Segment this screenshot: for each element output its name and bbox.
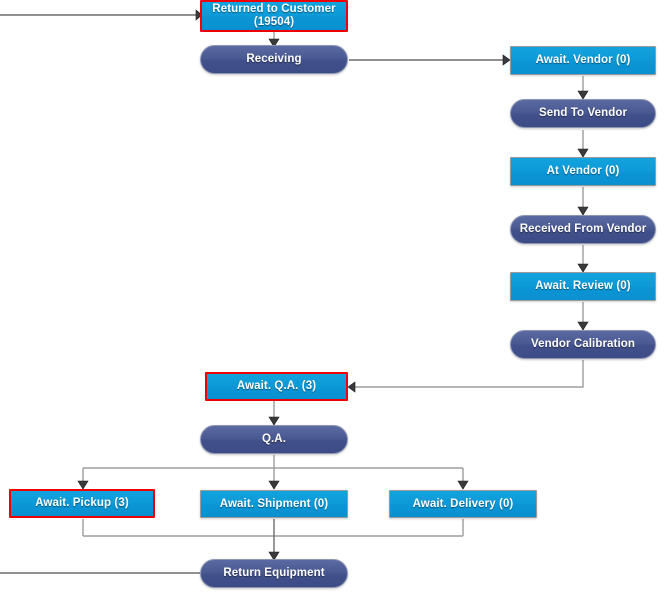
node-label: Await. Pickup (3)	[35, 497, 129, 509]
node-label: At Vendor (0)	[546, 165, 620, 177]
node-await-delivery[interactable]: Await. Delivery (0)	[389, 490, 537, 518]
node-label: Received From Vendor	[519, 223, 647, 235]
arrow-into-await-vendor	[502, 54, 511, 66]
arrow-into-qa	[268, 416, 280, 426]
node-return-equipment[interactable]: Return Equipment	[200, 559, 348, 588]
arrow-into-vendor-calibration	[577, 321, 589, 331]
node-label: Await. Shipment (0)	[219, 497, 329, 510]
arrow-into-await-qa	[347, 381, 356, 393]
arrow-into-await-pickup	[77, 480, 89, 490]
node-label: Await. Delivery (0)	[412, 497, 514, 510]
node-send-to-vendor[interactable]: Send To Vendor	[510, 99, 656, 128]
arrow-into-at-vendor	[577, 148, 589, 158]
node-receiving[interactable]: Receiving	[200, 45, 348, 74]
node-label: Send To Vendor	[538, 107, 628, 119]
arrow-into-returned-to-customer	[195, 9, 203, 21]
node-label: Returned to Customer(19504)	[212, 3, 336, 28]
node-label: Await. Vendor (0)	[535, 54, 631, 66]
node-at-vendor[interactable]: At Vendor (0)	[510, 157, 656, 186]
node-await-shipment[interactable]: Await. Shipment (0)	[200, 490, 348, 518]
node-await-qa[interactable]: Await. Q.A. (3)	[205, 372, 348, 401]
node-label: Receiving	[246, 53, 302, 65]
node-await-pickup[interactable]: Await. Pickup (3)	[9, 489, 155, 518]
edge-calibration-to-await-qa	[353, 360, 584, 388]
node-label: Await. Q.A. (3)	[236, 380, 317, 392]
arrow-into-send-to-vendor	[577, 90, 589, 100]
node-label: Return Equipment	[223, 567, 325, 579]
node-label: Vendor Calibration	[530, 338, 636, 350]
arrow-into-await-shipment	[268, 480, 280, 490]
arrow-into-receiving	[268, 38, 280, 48]
arrow-into-received-from-vendor	[577, 206, 589, 216]
node-vendor-calibration[interactable]: Vendor Calibration	[510, 330, 656, 359]
node-returned-to-customer[interactable]: Returned to Customer(19504)	[200, 0, 348, 32]
arrow-into-await-delivery	[457, 480, 469, 490]
arrow-into-return-equipment	[268, 551, 280, 561]
node-received-from-vendor[interactable]: Received From Vendor	[510, 215, 656, 244]
node-await-vendor[interactable]: Await. Vendor (0)	[510, 46, 656, 75]
node-label: Await. Review (0)	[535, 280, 631, 292]
node-label: Q.A.	[261, 433, 287, 445]
arrow-into-await-review	[577, 263, 589, 273]
node-qa[interactable]: Q.A.	[200, 425, 348, 454]
node-await-review[interactable]: Await. Review (0)	[510, 272, 656, 301]
